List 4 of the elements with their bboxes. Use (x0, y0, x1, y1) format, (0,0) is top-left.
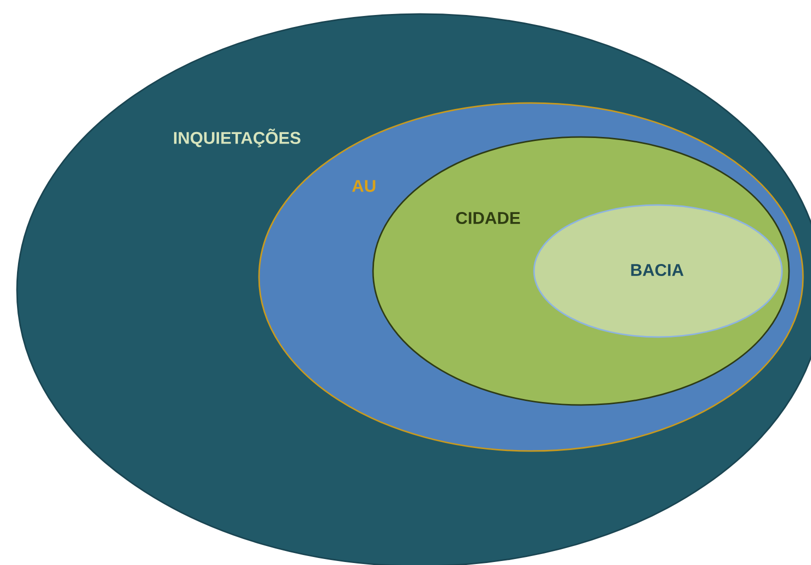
region-label: CIDADE (456, 212, 520, 224)
region-label: BACIA (631, 264, 684, 276)
region-label: AU (352, 180, 376, 192)
region-label: INQUIETAÇÕES (174, 128, 300, 148)
